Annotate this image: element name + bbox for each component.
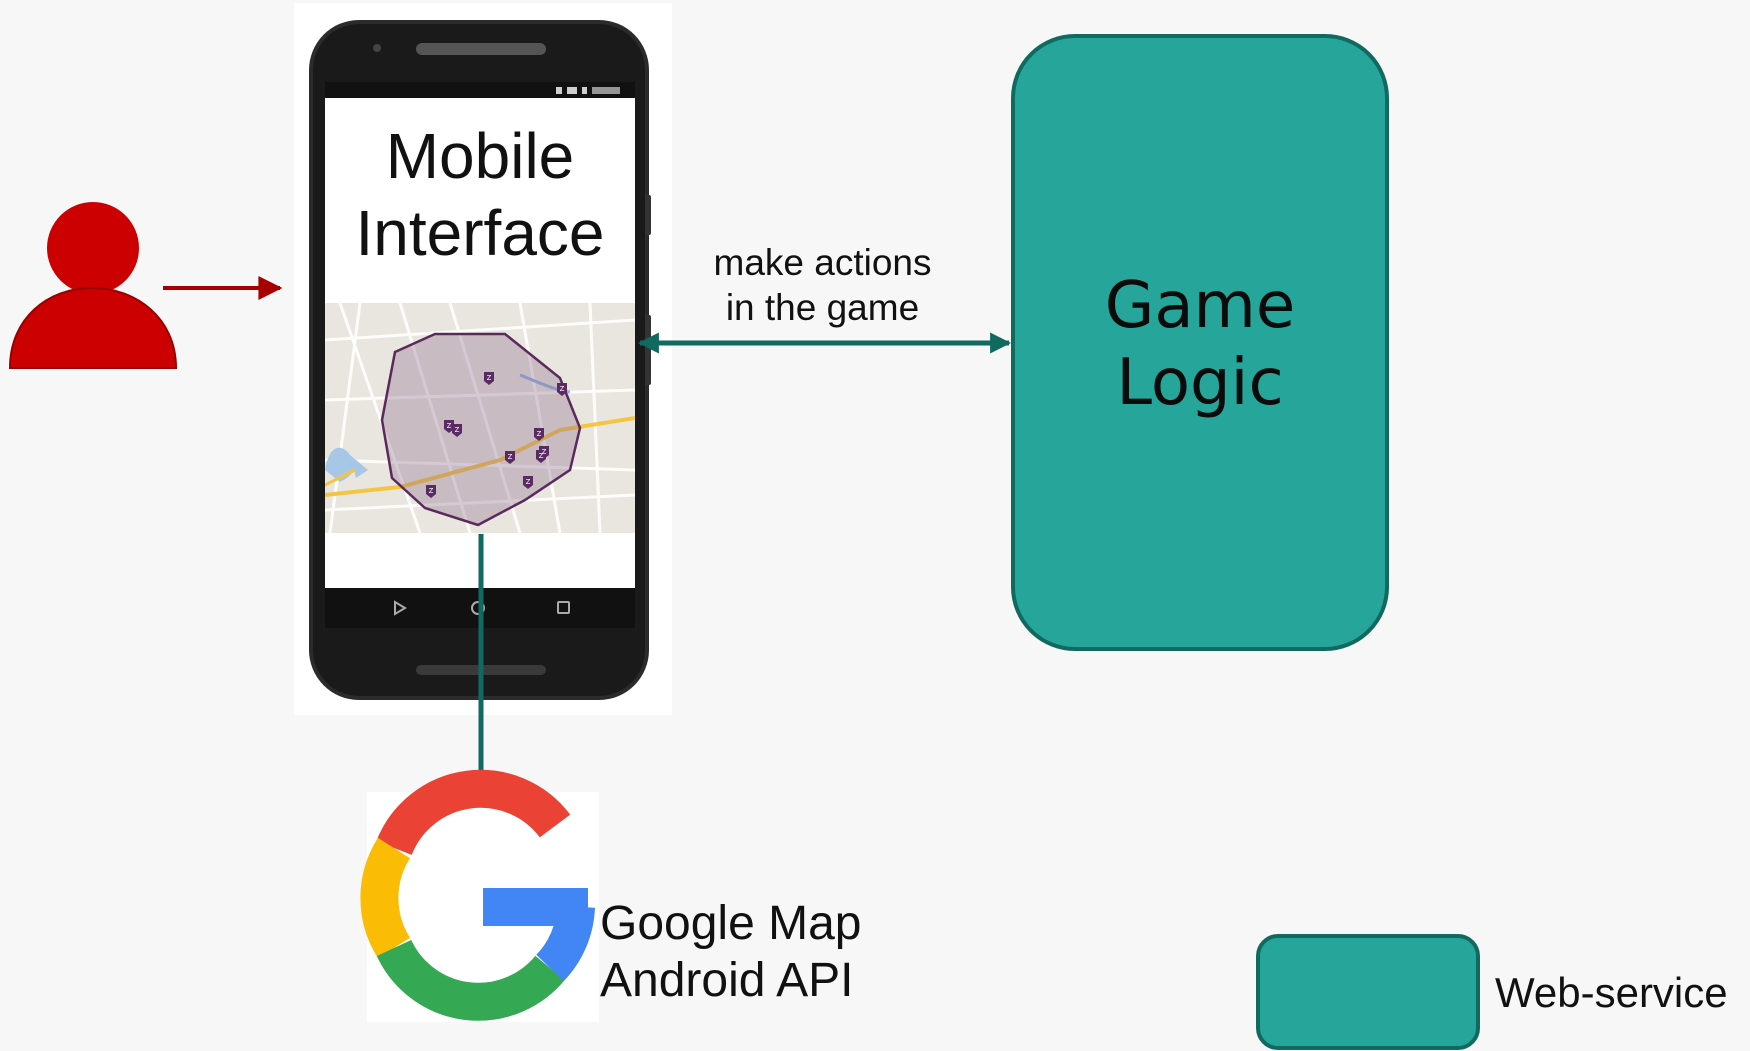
interaction-line-2: in the game: [725, 287, 920, 328]
mobile-interface-line-2: Interface: [355, 197, 605, 269]
map-marker-glyph: Z: [526, 478, 531, 486]
google-map-api-line-1: Google Map: [600, 897, 862, 950]
map-marker-glyph: Z: [429, 487, 434, 495]
back-icon: [394, 600, 407, 616]
google-map-api-line-2: Android API: [600, 954, 854, 1007]
map-marker-glyph: Z: [455, 426, 460, 434]
map-marker-glyph: Z: [508, 453, 513, 461]
legend-web-service-swatch: [1256, 934, 1480, 1050]
recents-icon: [557, 601, 570, 614]
game-logic-line-2: Logic: [1116, 346, 1284, 420]
map-marker-glyph: Z: [447, 422, 452, 430]
user-icon: [8, 202, 178, 369]
home-icon: [471, 601, 485, 615]
map-marker-glyph: Z: [560, 385, 565, 393]
interaction-line-1: make actions: [713, 242, 932, 283]
game-logic-web-service: [1011, 34, 1389, 651]
map-marker-glyph: Z: [542, 448, 547, 456]
google-g-logo-icon: [360, 769, 599, 1022]
game-logic-line-1: Game: [1104, 269, 1296, 343]
game-logic-label: Game Logic: [1011, 268, 1389, 422]
map-marker-glyph: Z: [487, 374, 492, 382]
mobile-interface-title: Mobile Interface: [325, 118, 635, 272]
legend-web-service-label: Web-service: [1495, 969, 1728, 1016]
map-marker-glyph: Z: [539, 452, 544, 460]
interaction-label: make actions in the game: [680, 240, 965, 330]
google-map-api-label: Google Map Android API: [600, 895, 900, 1009]
status-bar-icons: [556, 87, 620, 94]
mobile-interface-line-1: Mobile: [385, 120, 575, 192]
map-marker-glyph: Z: [537, 430, 542, 438]
